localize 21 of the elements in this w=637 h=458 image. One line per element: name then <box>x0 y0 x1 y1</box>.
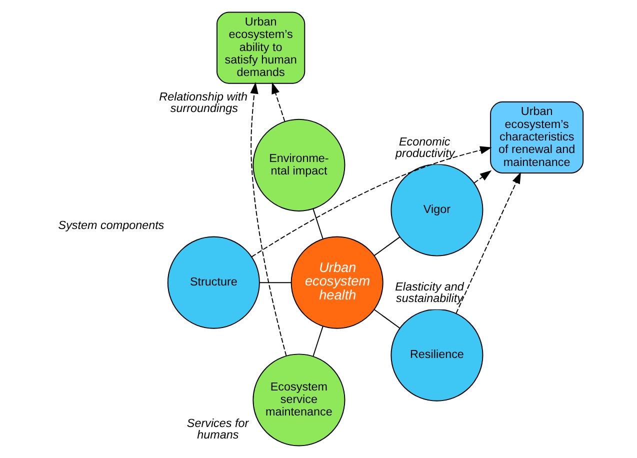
node-box: Urban ecosystem’s ability to satisfy human demands <box>216 12 306 84</box>
node-label: Relationship with surroundings <box>159 90 248 116</box>
node-label: Elasticity and sustainability <box>395 280 464 306</box>
node-label: System components <box>58 219 164 232</box>
node-circle: Structure <box>167 236 260 329</box>
node-circle: Urban ecosystem health <box>290 236 384 329</box>
connector <box>312 208 324 240</box>
node-label: Economic productivity <box>396 135 455 160</box>
connector <box>374 309 400 329</box>
node-circle: Environme- ntal impact <box>252 118 346 212</box>
arrow <box>272 82 286 122</box>
connector <box>259 282 292 284</box>
node-label: Services for humans <box>186 416 249 442</box>
arrow <box>474 170 492 184</box>
arrow <box>251 146 492 258</box>
connector <box>312 326 324 357</box>
connector <box>374 236 400 256</box>
node-box: Urban ecosystem’s characteristics of renewal and maintenance <box>490 101 584 174</box>
arrow <box>456 172 522 314</box>
node-circle: Ecosystem service maintenance <box>252 354 346 446</box>
arrow <box>250 82 287 356</box>
